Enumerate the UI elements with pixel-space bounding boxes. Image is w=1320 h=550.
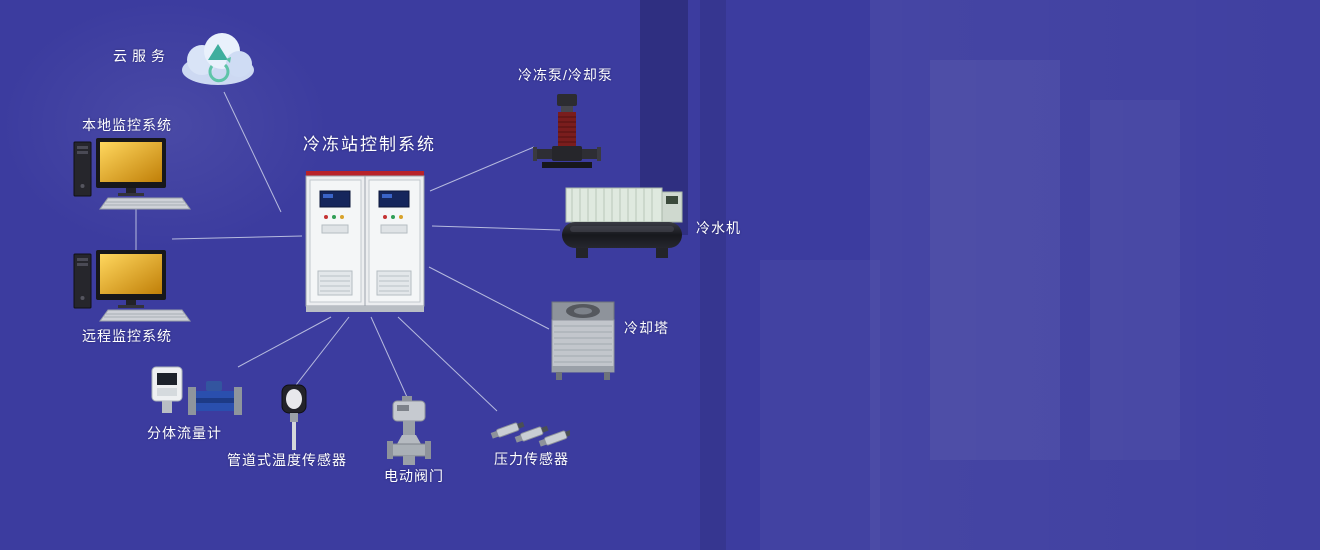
pump-icon [528, 92, 606, 174]
electric-valve-label: 电动阀门 [384, 468, 444, 484]
temperature-sensor-icon [275, 383, 313, 453]
connection-line [171, 235, 303, 240]
connection-line [397, 316, 498, 412]
connection-line [295, 316, 350, 386]
pressure-sensor-icon [490, 408, 573, 450]
control-station-title: 冷冻站控制系统 [303, 135, 436, 154]
cooling-tower-icon [546, 298, 620, 382]
remote-computer-icon [72, 248, 192, 324]
chiller-icon [560, 180, 688, 264]
connection-line [370, 316, 408, 398]
chiller-label: 冷水机 [696, 220, 741, 236]
local-computer-icon [72, 136, 192, 212]
local-monitoring-label: 本地监控系统 [82, 117, 172, 133]
pressure-sensor-label: 压力传感器 [494, 451, 569, 467]
control-cabinet-icon [300, 165, 430, 317]
remote-monitoring-label: 远程监控系统 [82, 328, 172, 344]
cloud-icon [178, 26, 258, 90]
connection-line [237, 316, 332, 368]
flow-meter-icon [148, 365, 248, 427]
cooling-tower-label: 冷却塔 [624, 320, 669, 336]
flow-meter-label: 分体流量计 [147, 425, 222, 441]
electric-valve-icon [385, 396, 433, 468]
cloud-service-label: 云服务 [113, 48, 170, 64]
pump-label: 冷冻泵/冷却泵 [518, 67, 613, 83]
temperature-sensor-label: 管道式温度传感器 [227, 452, 347, 468]
connection-line [431, 225, 561, 231]
connection-line [429, 146, 535, 192]
connection-line [428, 266, 550, 330]
connection-line [223, 91, 282, 213]
